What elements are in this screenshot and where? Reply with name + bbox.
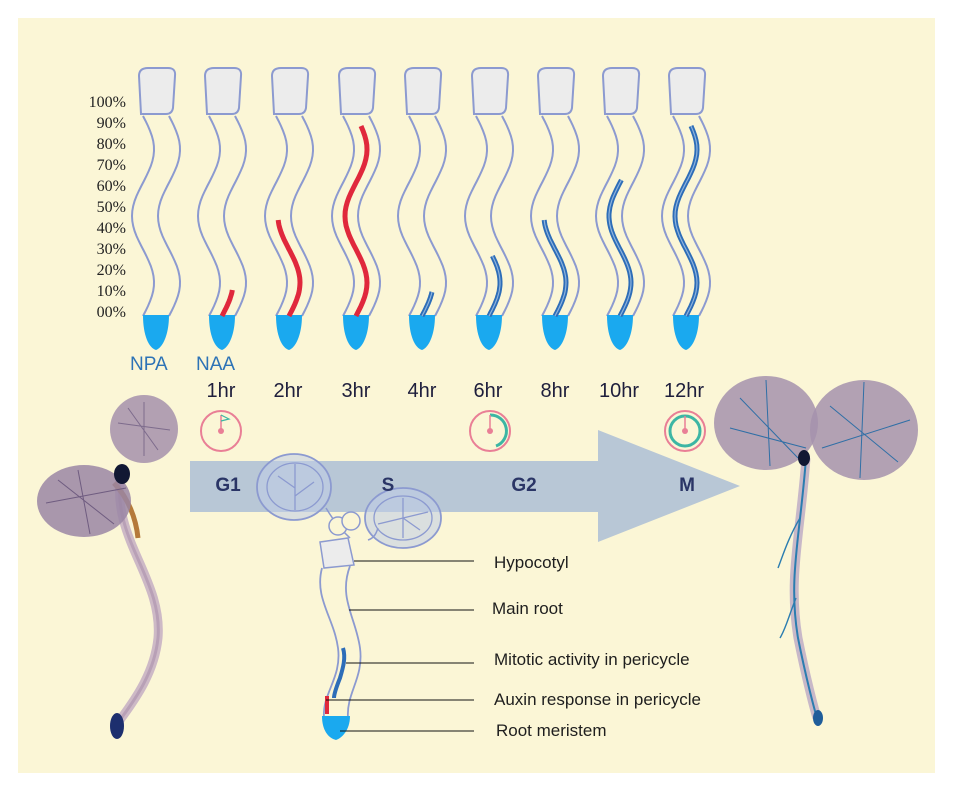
hypocotyl-cap [536,67,576,115]
root-meristem-tip [673,315,699,350]
percent-tick-label: 00% [96,304,126,321]
hypocotyl-cap [667,67,707,115]
label-hypocotyl: Hypocotyl [494,553,569,572]
seedling-schematic [256,453,474,740]
time-label-10hr: 10hr [598,380,640,402]
phase-label-g2: G2 [511,475,537,496]
auxin-response-signal [219,289,235,318]
percent-tick-label: 10% [96,283,126,300]
auxin-response-signal [342,125,370,318]
root-meristem-tip [209,315,235,350]
time-label-3hr: 3hr [341,380,371,402]
cell-cycle-arrow [190,430,740,542]
percent-tick-label: 70% [96,157,126,174]
auxin-response-signal [275,219,303,318]
percent-tick-label: 60% [96,178,126,195]
clock-icon-1hr [200,410,242,452]
label-auxin-response: Auxin response in pericycle [494,690,701,709]
hypocotyl-cap [470,67,510,115]
percent-tick-label: 50% [96,199,126,216]
root-diagram [330,67,382,350]
seedling-photo-npa [37,395,178,739]
phase-label-g1: G1 [215,475,241,496]
root-diagram [463,67,515,350]
root-meristem-tip [143,315,169,350]
time-label-4hr: 4hr [407,380,437,402]
percent-tick-label: 80% [96,136,126,153]
clock-icon-6hr [469,410,511,452]
root-meristem-tip [343,315,369,350]
mitotic-activity-signal [486,254,503,318]
time-label-8hr: 8hr [540,380,570,402]
treatment-label-naa: NAA [196,354,236,375]
time-label-1hr: 1hr [206,380,236,402]
root-meristem-tip [409,315,435,350]
percent-tick-label: 20% [96,262,126,279]
root-diagram [263,67,315,350]
label-mitotic-activity: Mitotic activity in pericycle [494,650,690,669]
percent-tick-label: 100% [88,94,126,111]
root-diagram [594,67,646,350]
hypocotyl-cap [601,67,641,115]
hypocotyl-cap [137,67,177,115]
phase-label-s: S [381,475,395,496]
percent-tick-label: 30% [96,241,126,258]
root-diagram [130,67,182,350]
hypocotyl-cap [270,67,310,115]
diagram-canvas [37,67,918,740]
time-label-2hr: 2hr [273,380,303,402]
figure-panel: 100% 90% 80% 70% 60% 50% 40% 30% 20% 10% 00% NPA N… [18,18,935,773]
clock-icon-12hr [664,410,706,452]
time-label-12hr: 12hr [663,380,705,402]
percent-tick-label: 40% [96,220,126,237]
hypocotyl-cap [337,67,377,115]
root-meristem-tip [476,315,502,350]
root-meristem-tip [542,315,568,350]
root-diagram [660,67,712,350]
root-series [130,67,712,350]
time-label-6hr: 6hr [473,380,503,402]
root-diagram [396,67,448,350]
label-root-meristem: Root meristem [496,721,607,740]
label-main-root: Main root [492,599,563,618]
treatment-label-npa: NPA [130,354,168,375]
hypocotyl-cap [203,67,243,115]
root-meristem-tip [607,315,633,350]
percent-tick-label: 90% [96,115,126,132]
hypocotyl-cap [403,67,443,115]
root-meristem-tip [276,315,302,350]
root-diagram [529,67,581,350]
seedling-photo-control [714,376,918,726]
mitotic-activity-signal [672,125,700,318]
phase-label-m: M [679,475,695,496]
root-diagram [196,67,248,350]
